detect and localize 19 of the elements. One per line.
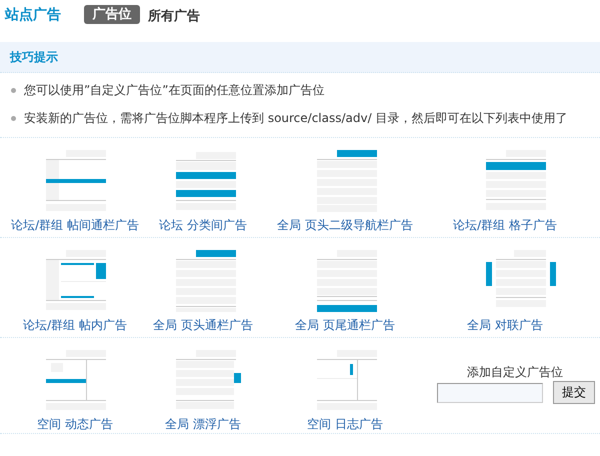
tips-header: 技巧提示 bbox=[0, 42, 600, 73]
page-title: 站点广告 bbox=[5, 6, 61, 24]
ad-position-link: 论坛/群组 格子广告 bbox=[453, 217, 557, 234]
submit-button: 提交 bbox=[553, 381, 595, 404]
ad-position-link: 全局 页头通栏广告 bbox=[153, 317, 253, 334]
tab-link: 所有广告 bbox=[148, 8, 200, 25]
ad-position-link: 空间 日志广告 bbox=[307, 416, 383, 433]
ad-position-link: 全局 页尾通栏广告 bbox=[295, 317, 395, 334]
ad-position-link: 全局 对联广告 bbox=[467, 317, 543, 334]
ad-position-link: 空间 动态广告 bbox=[37, 416, 113, 433]
ad-position-link: 论坛/群组 帖内广告 bbox=[23, 317, 127, 334]
active-tab: 广告位 bbox=[84, 5, 140, 24]
ad-position-link: 全局 页头二级导航栏广告 bbox=[277, 217, 413, 234]
form-label: 添加自定义广告位 bbox=[467, 364, 563, 381]
tip-text: 您可以使用”自定义广告位”在页面的任意位置添加广告位 bbox=[24, 82, 324, 99]
ad-position-link: 论坛 分类间广告 bbox=[159, 217, 247, 234]
ad-position-link: 论坛/群组 帖间通栏广告 bbox=[11, 217, 139, 234]
tip-text: 安装新的广告位，需将广告位脚本程序上传到 source/class/adv/ 目录，然后即可在以下列表中使用了 bbox=[24, 110, 568, 127]
ad-position-link: 全局 漂浮广告 bbox=[165, 416, 241, 433]
